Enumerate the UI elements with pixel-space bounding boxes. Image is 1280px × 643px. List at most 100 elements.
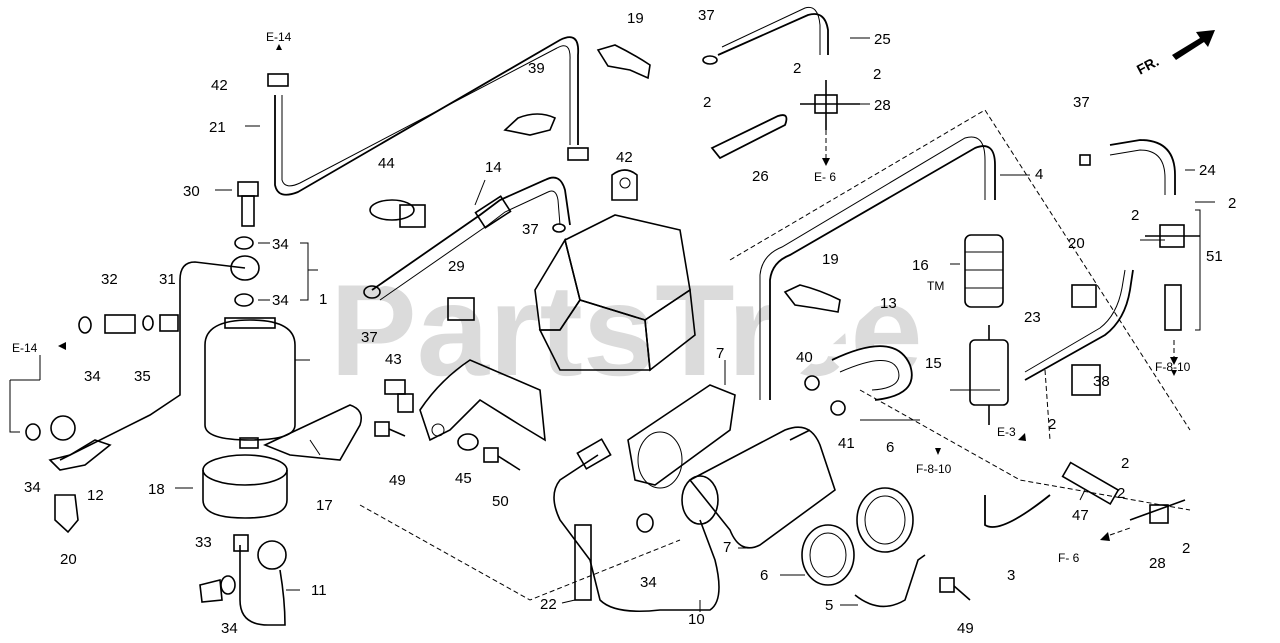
reference-e14-left[interactable]: E-14	[12, 341, 38, 355]
fuel-hose-25	[702, 6, 829, 65]
callout-37[interactable]: 37	[361, 329, 378, 346]
callout-38[interactable]: 38	[1093, 373, 1110, 390]
callout-2[interactable]: 2	[873, 66, 881, 83]
callout-28[interactable]: 28	[1149, 555, 1166, 572]
hose-clamp-40-41	[804, 375, 846, 416]
callout-51[interactable]: 51	[1206, 248, 1223, 265]
fuel-pipe-11	[199, 534, 287, 626]
callout-19[interactable]: 19	[627, 10, 644, 27]
callout-6[interactable]: 6	[760, 567, 768, 584]
callout-34[interactable]: 34	[272, 292, 289, 309]
reference-f6-bottom[interactable]: F- 6	[1058, 551, 1080, 565]
callout-11[interactable]: 11	[311, 582, 327, 599]
callout-20[interactable]: 20	[1068, 235, 1085, 252]
callout-3[interactable]: 3	[1007, 567, 1015, 584]
three-way-joint-28-lower	[1100, 499, 1186, 541]
callout-15[interactable]: 15	[925, 355, 942, 372]
callout-7[interactable]: 7	[723, 539, 731, 556]
direction-label: FR.	[1134, 53, 1161, 78]
callout-21[interactable]: 21	[209, 119, 226, 136]
callout-10[interactable]: 10	[688, 611, 705, 628]
callout-34[interactable]: 34	[84, 368, 101, 385]
fuel-hose-24	[1109, 139, 1176, 195]
callout-42[interactable]: 42	[616, 149, 633, 166]
callout-4[interactable]: 4	[1035, 166, 1043, 183]
callout-2[interactable]: 2	[1228, 195, 1236, 212]
callout-34[interactable]: 34	[640, 574, 657, 591]
callout-35[interactable]: 35	[134, 368, 151, 385]
washer-45	[457, 433, 479, 451]
callout-25[interactable]: 25	[874, 31, 891, 48]
filter-ring-18	[202, 454, 288, 519]
hose-clamp-left-37	[447, 297, 475, 321]
callout-33[interactable]: 33	[195, 534, 212, 551]
fuel-hose-23	[1024, 269, 1134, 381]
callout-34[interactable]: 34	[221, 620, 238, 637]
callout-30[interactable]: 30	[183, 183, 200, 200]
reference-f810-right[interactable]: F-8-10	[1155, 360, 1191, 374]
callout-24[interactable]: 24	[1199, 162, 1216, 179]
callout-12[interactable]: 12	[87, 487, 104, 504]
fuel-hose-21	[267, 36, 589, 196]
callout-13[interactable]: 13	[880, 295, 897, 312]
callout-29[interactable]: 29	[448, 258, 465, 275]
callout-34[interactable]: 34	[24, 479, 41, 496]
callout-2[interactable]: 2	[1048, 416, 1056, 433]
reference-e6-top[interactable]: E- 6	[814, 170, 836, 184]
callout-2[interactable]: 2	[1131, 207, 1139, 224]
callout-2[interactable]: 2	[1121, 455, 1129, 472]
callout-19[interactable]: 19	[822, 251, 839, 268]
callout-32[interactable]: 32	[101, 271, 118, 288]
callout-16[interactable]: 16	[912, 257, 929, 274]
fuel-strainer-body	[204, 317, 296, 449]
callout-40[interactable]: 40	[796, 349, 813, 366]
callout-18[interactable]: 18	[148, 481, 165, 498]
callout-2[interactable]: 2	[703, 94, 711, 111]
washers-34-top	[234, 236, 254, 307]
reference-e3[interactable]: E-3	[997, 425, 1016, 439]
callout-23[interactable]: 23	[1024, 309, 1041, 326]
callout-28[interactable]: 28	[874, 97, 891, 114]
callout-2[interactable]: 2	[793, 60, 801, 77]
callout-bracket-1	[9, 242, 318, 433]
callout-34[interactable]: 34	[272, 236, 289, 253]
callout-39[interactable]: 39	[528, 60, 545, 77]
callout-14[interactable]: 14	[485, 159, 502, 176]
reference-f810-mid[interactable]: F-8-10	[916, 462, 952, 476]
fitting-32-35	[78, 314, 179, 334]
callout-50[interactable]: 50	[492, 493, 509, 510]
callout-41[interactable]: 41	[838, 435, 855, 452]
callout-31[interactable]: 31	[159, 271, 176, 288]
fuel-pump-cushion-7	[627, 384, 736, 489]
callout-47[interactable]: 47	[1072, 507, 1089, 524]
callout-2[interactable]: 2	[1182, 540, 1190, 557]
callout-20[interactable]: 20	[60, 551, 77, 568]
callout-37[interactable]: 37	[522, 221, 539, 238]
reference-e14-top[interactable]: E-14	[266, 30, 292, 44]
callout-17[interactable]: 17	[316, 497, 333, 514]
hose-clip-38	[1071, 364, 1101, 396]
fuel-hose-13	[831, 345, 913, 401]
callout-6[interactable]: 6	[886, 439, 894, 456]
callout-45[interactable]: 45	[455, 470, 472, 487]
callout-43[interactable]: 43	[385, 351, 402, 368]
pipe-clamp-44	[369, 199, 426, 228]
callout-5[interactable]: 5	[825, 597, 833, 614]
callout-26[interactable]: 26	[752, 168, 769, 185]
callout-37[interactable]: 37	[698, 7, 715, 24]
clip-37-items	[552, 154, 1091, 233]
page-references: E-14 E-14 E- 6 F- 6 E-3 F-8-10 F-8-10	[12, 30, 1191, 565]
callout-7[interactable]: 7	[716, 345, 724, 362]
callout-44[interactable]: 44	[378, 155, 395, 172]
callout-22[interactable]: 22	[540, 596, 557, 613]
pump-harness-10	[553, 438, 720, 613]
callout-49[interactable]: 49	[957, 620, 974, 637]
assembly-outline-dashes	[359, 109, 1191, 601]
callout-37[interactable]: 37	[1073, 94, 1090, 111]
callout-42[interactable]: 42	[211, 77, 228, 94]
callout-1[interactable]: 1	[319, 291, 327, 308]
fuel-hose-4	[759, 136, 996, 400]
callout-49[interactable]: 49	[389, 472, 406, 489]
callout-2[interactable]: 2	[1117, 485, 1125, 502]
